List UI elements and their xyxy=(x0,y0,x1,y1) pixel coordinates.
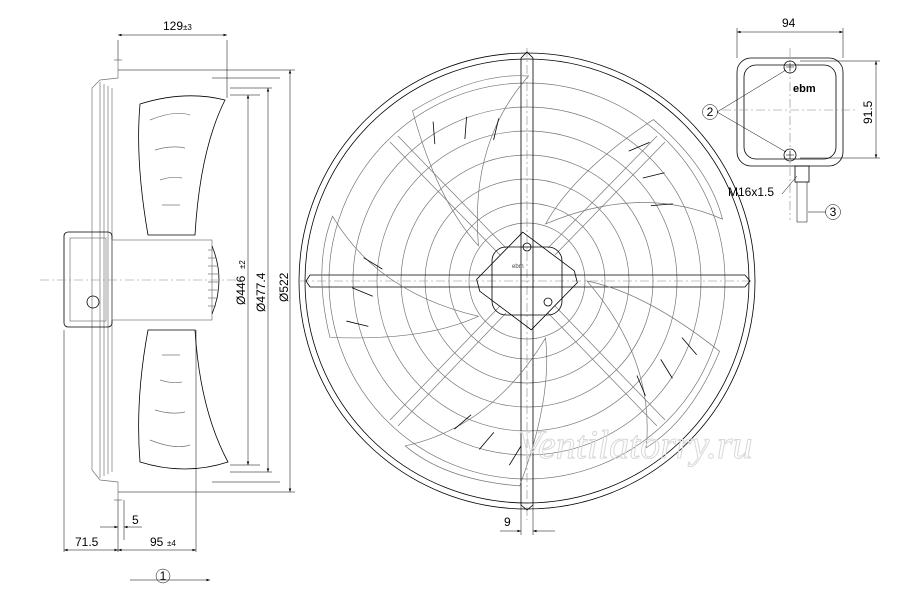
dim-95-tol: ±4 xyxy=(167,539,176,548)
motor-bolt-bottom xyxy=(543,297,553,307)
dim-129-tol: ±3 xyxy=(183,23,192,32)
dim-91: 91.5 xyxy=(861,100,875,124)
blade-slot xyxy=(363,257,383,270)
strut-ends xyxy=(305,51,751,511)
front-view: ebm 9 xyxy=(298,48,758,535)
fan-blades xyxy=(321,75,723,487)
blade-slot xyxy=(636,375,646,397)
dim-94: 94 xyxy=(782,16,796,30)
blade-slot xyxy=(432,121,436,145)
callout-2-leader-a xyxy=(716,69,787,113)
blade-slot xyxy=(351,287,373,297)
terminal-box-detail: ebm 94 91.5 2 M16x1.5 3 xyxy=(702,16,880,223)
fan-blade xyxy=(412,75,530,247)
blade-slot xyxy=(642,172,665,179)
blade-top xyxy=(138,95,226,236)
hub-fins xyxy=(208,249,219,307)
motor-flange xyxy=(476,231,578,331)
dim-5: 5 xyxy=(132,513,139,527)
blade-slot xyxy=(454,414,472,430)
blade-slot xyxy=(650,203,673,207)
blade-slot xyxy=(346,320,369,327)
dim-446: Ø446 xyxy=(234,275,248,305)
callout-2-circle xyxy=(702,104,718,120)
guard-frame xyxy=(91,60,119,500)
dim-477: Ø477.4 xyxy=(254,272,268,312)
cable-gland xyxy=(86,295,100,309)
motor-inner xyxy=(69,237,107,322)
callout-3-circle xyxy=(825,204,841,220)
motor-housing xyxy=(63,231,113,328)
motor-logo: ebm xyxy=(512,264,524,270)
box-gland xyxy=(794,165,810,183)
strut-horizontal xyxy=(310,274,745,288)
blade-slot xyxy=(479,432,495,450)
fan-blade xyxy=(544,119,723,225)
dim-9: 9 xyxy=(504,515,511,529)
box-logo: ebm xyxy=(793,83,816,95)
dim-522: Ø522 xyxy=(277,272,291,302)
blade-slots xyxy=(149,113,191,447)
callout-1-circle xyxy=(155,568,171,584)
motor-square xyxy=(491,246,563,316)
fan-blade xyxy=(321,215,480,339)
dim-71: 71.5 xyxy=(75,535,99,549)
blade-slot xyxy=(464,116,467,140)
gland-label: M16x1.5 xyxy=(728,185,774,199)
dim-446-tol: ±2 xyxy=(238,260,247,269)
blade-bottom xyxy=(138,329,229,470)
callout-2-leader-b xyxy=(716,111,787,153)
fan-blade xyxy=(586,280,720,449)
box-screw-top xyxy=(783,60,797,74)
blade-slot xyxy=(681,337,697,356)
blade-slot xyxy=(508,445,522,466)
guard-spokes xyxy=(389,135,666,427)
blade-slot xyxy=(493,118,500,140)
dim-95: 95 xyxy=(150,535,164,549)
watermark: Ventilatorry.ru xyxy=(518,422,752,467)
dim-129: 129 xyxy=(163,19,183,33)
callout-3: 3 xyxy=(830,205,837,219)
fan-blade xyxy=(404,337,548,487)
box-cable xyxy=(796,182,808,222)
box-screw-bottom xyxy=(783,148,797,162)
terminal-box-outer xyxy=(736,57,844,167)
callout-2: 2 xyxy=(707,105,714,119)
blade-slot xyxy=(628,142,650,152)
gland-leader xyxy=(781,175,798,195)
strut-vertical xyxy=(520,58,534,505)
side-view: 129 ±3 Ø446 ±2 Ø477.4 Ø522 5 71. xyxy=(40,19,295,584)
blade-slot xyxy=(660,359,673,379)
motor-bolt-top xyxy=(522,242,532,252)
callout-1: 1 xyxy=(160,569,167,583)
